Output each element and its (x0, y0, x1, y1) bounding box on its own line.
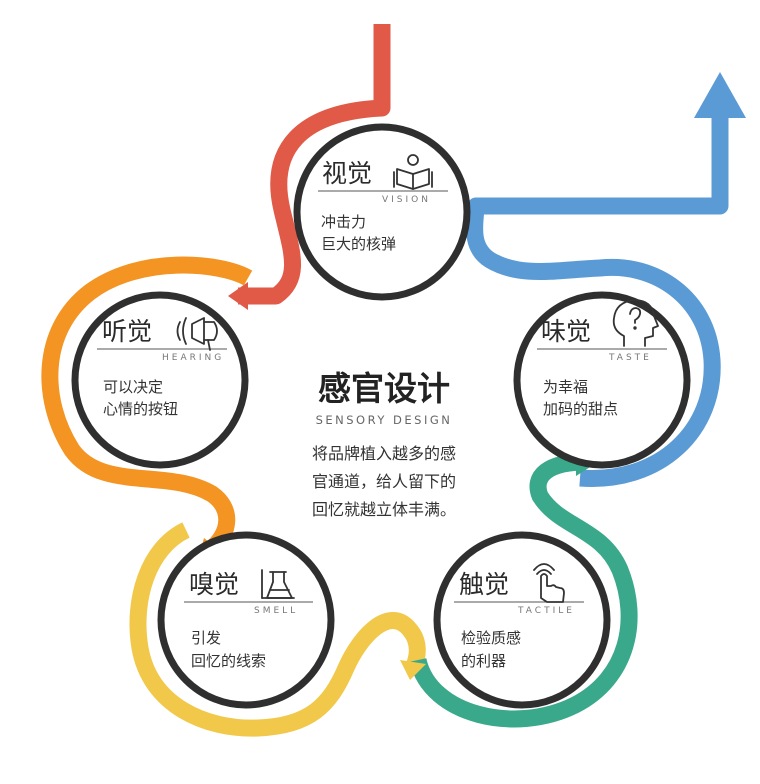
taste-desc-line-1: 为幸福 (543, 378, 588, 396)
smell-desc-line-2: 回忆的线索 (191, 652, 266, 670)
smell-arrowhead (400, 660, 426, 680)
smell-flow-band (129, 522, 426, 737)
touch-flow-band (409, 453, 638, 728)
reading-person-icon (393, 154, 433, 190)
hearing-subtitle: HEARING (162, 353, 224, 363)
touch-desc-line-2: 的利器 (461, 652, 506, 670)
vision-circle (293, 123, 471, 301)
taste-desc-line-2: 加码的甜点 (543, 400, 618, 418)
smell-card: 嗅觉 SMELL 引发 回忆的线索 (184, 569, 313, 670)
touch-title: 触觉 (459, 570, 509, 599)
thinking-head-icon (612, 299, 659, 347)
center-subtitle: SENSORY DESIGN (316, 413, 453, 427)
vision-subtitle: VISION (382, 195, 431, 205)
smell-subtitle: SMELL (254, 606, 298, 616)
vision-flow-band (238, 24, 391, 305)
taste-title: 味觉 (541, 317, 591, 346)
center-line-1: 将品牌植入越多的感 (312, 444, 456, 463)
vision-title: 视觉 (322, 159, 372, 188)
megaphone-icon (176, 317, 218, 351)
hearing-flow-band (41, 256, 253, 557)
vision-desc-line-1: 冲击力 (321, 213, 366, 231)
taste-arrowhead (694, 72, 746, 118)
touch-card: 触觉 TACTILE 检验质感 的利器 (454, 563, 584, 670)
taste-subtitle: TASTE (608, 353, 652, 363)
center-title: 感官设计 (318, 369, 450, 408)
vision-arrowhead (228, 282, 248, 310)
vision-card: 视觉 VISION 冲击力 巨大的核弹 (318, 154, 448, 253)
smell-circle (157, 531, 335, 709)
flask-icon (261, 569, 295, 599)
taste-card: 味觉 TASTE 为幸福 加码的甜点 (537, 299, 667, 418)
touch-desc-line-1: 检验质感 (461, 629, 521, 647)
hearing-card: 听觉 HEARING 可以决定 心情的按钮 (97, 317, 227, 418)
center-line-2: 官通道，给人留下的 (312, 472, 456, 491)
taste-flow-band (466, 118, 729, 487)
center-line-3: 回忆就越立体丰满。 (312, 500, 456, 519)
touch-subtitle: TACTILE (517, 606, 575, 616)
smell-title: 嗅觉 (189, 570, 239, 599)
hearing-title: 听觉 (102, 317, 152, 346)
hearing-desc-line-1: 可以决定 (103, 378, 163, 396)
center-block: 感官设计 SENSORY DESIGN 将品牌植入越多的感 官通道，给人留下的 … (312, 369, 456, 519)
smell-desc-line-1: 引发 (191, 629, 221, 647)
touch-circle (433, 531, 611, 709)
vision-desc-line-2: 巨大的核弹 (321, 235, 396, 253)
hand-pointer-icon (533, 563, 565, 603)
hearing-desc-line-2: 心情的按钮 (103, 400, 178, 418)
hearing-circle (71, 291, 249, 469)
